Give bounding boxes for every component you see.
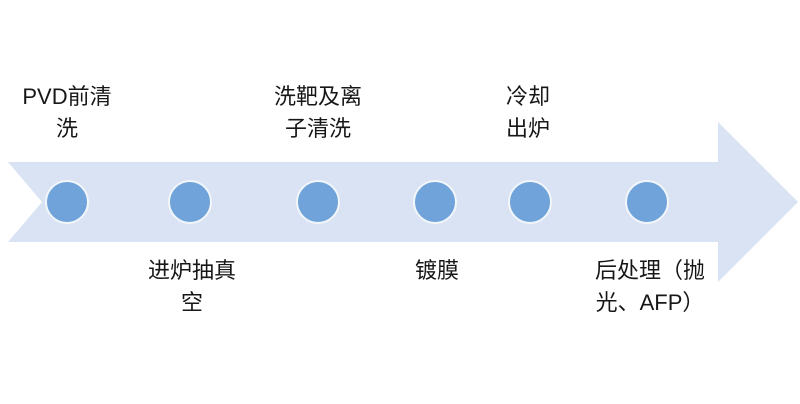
step-node-5 <box>508 180 552 224</box>
step-label-post-processing: 后处理（抛 光、AFP） <box>594 258 706 315</box>
step-label-coating: 镀膜 <box>414 258 460 283</box>
step-node-6 <box>625 180 669 224</box>
step-label-pvd-pre-clean: PVD前清 洗 <box>22 84 112 141</box>
step-node-2 <box>168 180 212 224</box>
step-node-4 <box>413 180 457 224</box>
step-node-3 <box>296 180 340 224</box>
step-label-furnace-vacuum: 进炉抽真 空 <box>147 258 237 315</box>
step-label-target-ion-clean: 洗靶及离 子清洗 <box>273 84 363 141</box>
right-arrow-icon <box>8 122 798 282</box>
step-label-cooling-out: 冷却 出炉 <box>505 84 551 141</box>
step-node-1 <box>45 180 89 224</box>
